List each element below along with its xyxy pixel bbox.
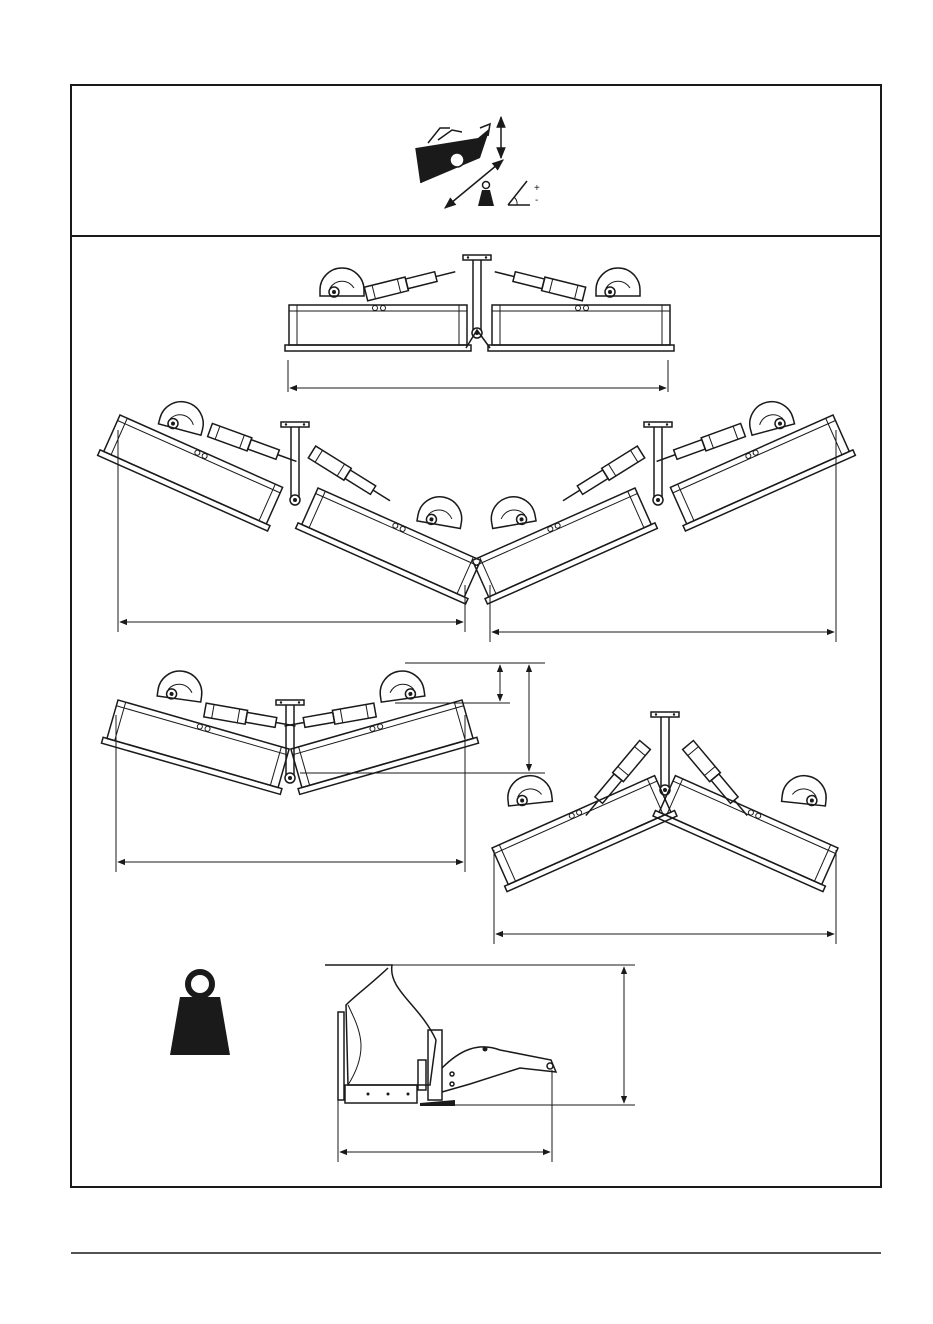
angled-right-top-view xyxy=(469,397,856,642)
header-symbols: + - xyxy=(416,117,540,208)
weight-icon xyxy=(170,972,230,1055)
angle-minus-label: - xyxy=(535,195,538,206)
v-blade-top-view xyxy=(101,663,545,872)
side-view xyxy=(325,965,635,1162)
weight-icon xyxy=(478,182,494,207)
scoop-blade-top-view xyxy=(488,712,841,944)
angle-plus-label: + xyxy=(534,183,540,194)
straight-blade-top-view xyxy=(285,255,674,392)
angled-left-top-view xyxy=(98,397,485,632)
blade-angle-icon: + - xyxy=(508,181,540,206)
